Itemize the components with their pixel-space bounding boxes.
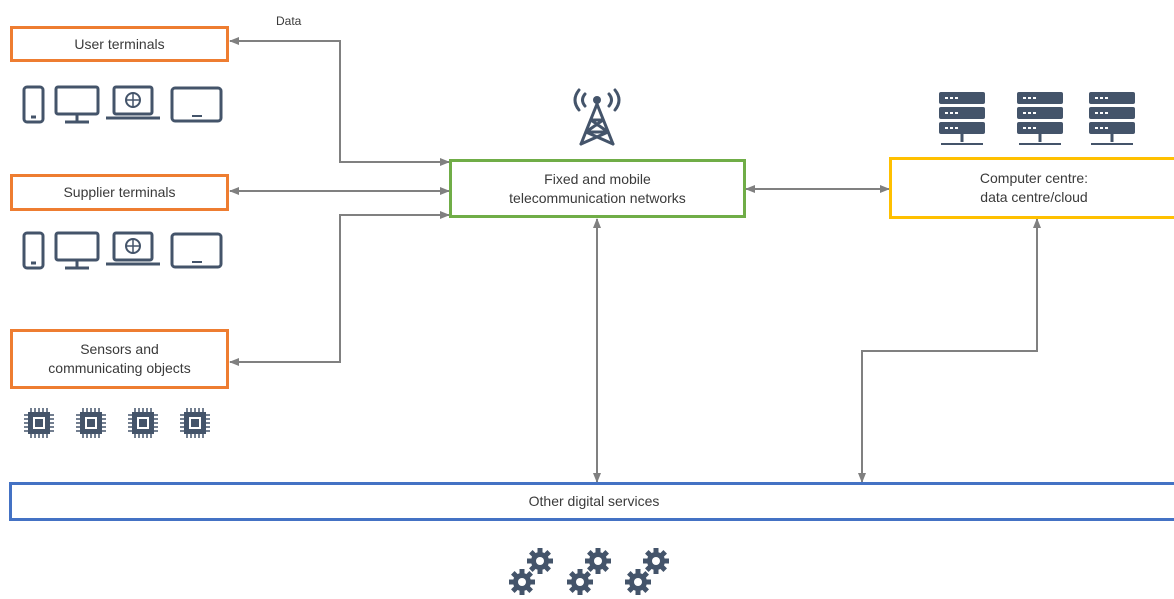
server-rack-icons bbox=[938, 92, 1137, 146]
chip-icon bbox=[75, 407, 107, 439]
user-device-icons bbox=[22, 85, 223, 124]
laptop-globe-icon bbox=[106, 231, 160, 266]
chip-icons bbox=[23, 407, 211, 439]
gears-icons bbox=[508, 544, 678, 599]
networks-node: Fixed and mobile telecommunication netwo… bbox=[449, 159, 746, 218]
chip-icon bbox=[179, 407, 211, 439]
user-terminals-label: User terminals bbox=[74, 35, 165, 52]
other-services-node: Other digital services bbox=[9, 482, 1174, 521]
tablet-icon bbox=[170, 232, 223, 269]
supplier-terminals-node: Supplier terminals bbox=[10, 174, 229, 211]
networks-label: Fixed and mobile telecommunication netwo… bbox=[509, 170, 686, 206]
monitor-icon bbox=[54, 231, 100, 270]
server-rack-icon bbox=[1015, 92, 1065, 146]
user-terminals-node: User terminals bbox=[10, 26, 229, 62]
chip-icon bbox=[127, 407, 159, 439]
sensors-label: Sensors and communicating objects bbox=[48, 341, 191, 376]
tablet-icon bbox=[170, 86, 223, 123]
computer-centre-node: Computer centre: data centre/cloud bbox=[889, 157, 1174, 219]
gears-icon bbox=[625, 548, 669, 595]
gears-icon bbox=[509, 548, 553, 595]
laptop-globe-icon bbox=[106, 85, 160, 120]
smartphone-icon bbox=[22, 231, 45, 270]
smartphone-icon bbox=[22, 85, 45, 124]
server-rack-icon bbox=[1087, 92, 1137, 146]
arrow-sensors-network bbox=[229, 211, 450, 366]
edge-label-data: Data bbox=[276, 14, 302, 28]
arrow-user-network bbox=[229, 37, 450, 166]
computer-centre-label: Computer centre: data centre/cloud bbox=[979, 170, 1089, 205]
supplier-terminals-label: Supplier terminals bbox=[63, 184, 176, 200]
arrow-services-computer bbox=[858, 218, 1041, 483]
chip-icon bbox=[23, 407, 55, 439]
gears-icon bbox=[567, 548, 611, 595]
other-services-label: Other digital services bbox=[528, 493, 660, 509]
server-rack-icon bbox=[938, 92, 987, 146]
sensors-node: Sensors and communicating objects bbox=[10, 329, 229, 389]
monitor-icon bbox=[54, 85, 100, 124]
supplier-device-icons bbox=[22, 231, 223, 270]
antenna-tower-icon bbox=[573, 88, 621, 146]
